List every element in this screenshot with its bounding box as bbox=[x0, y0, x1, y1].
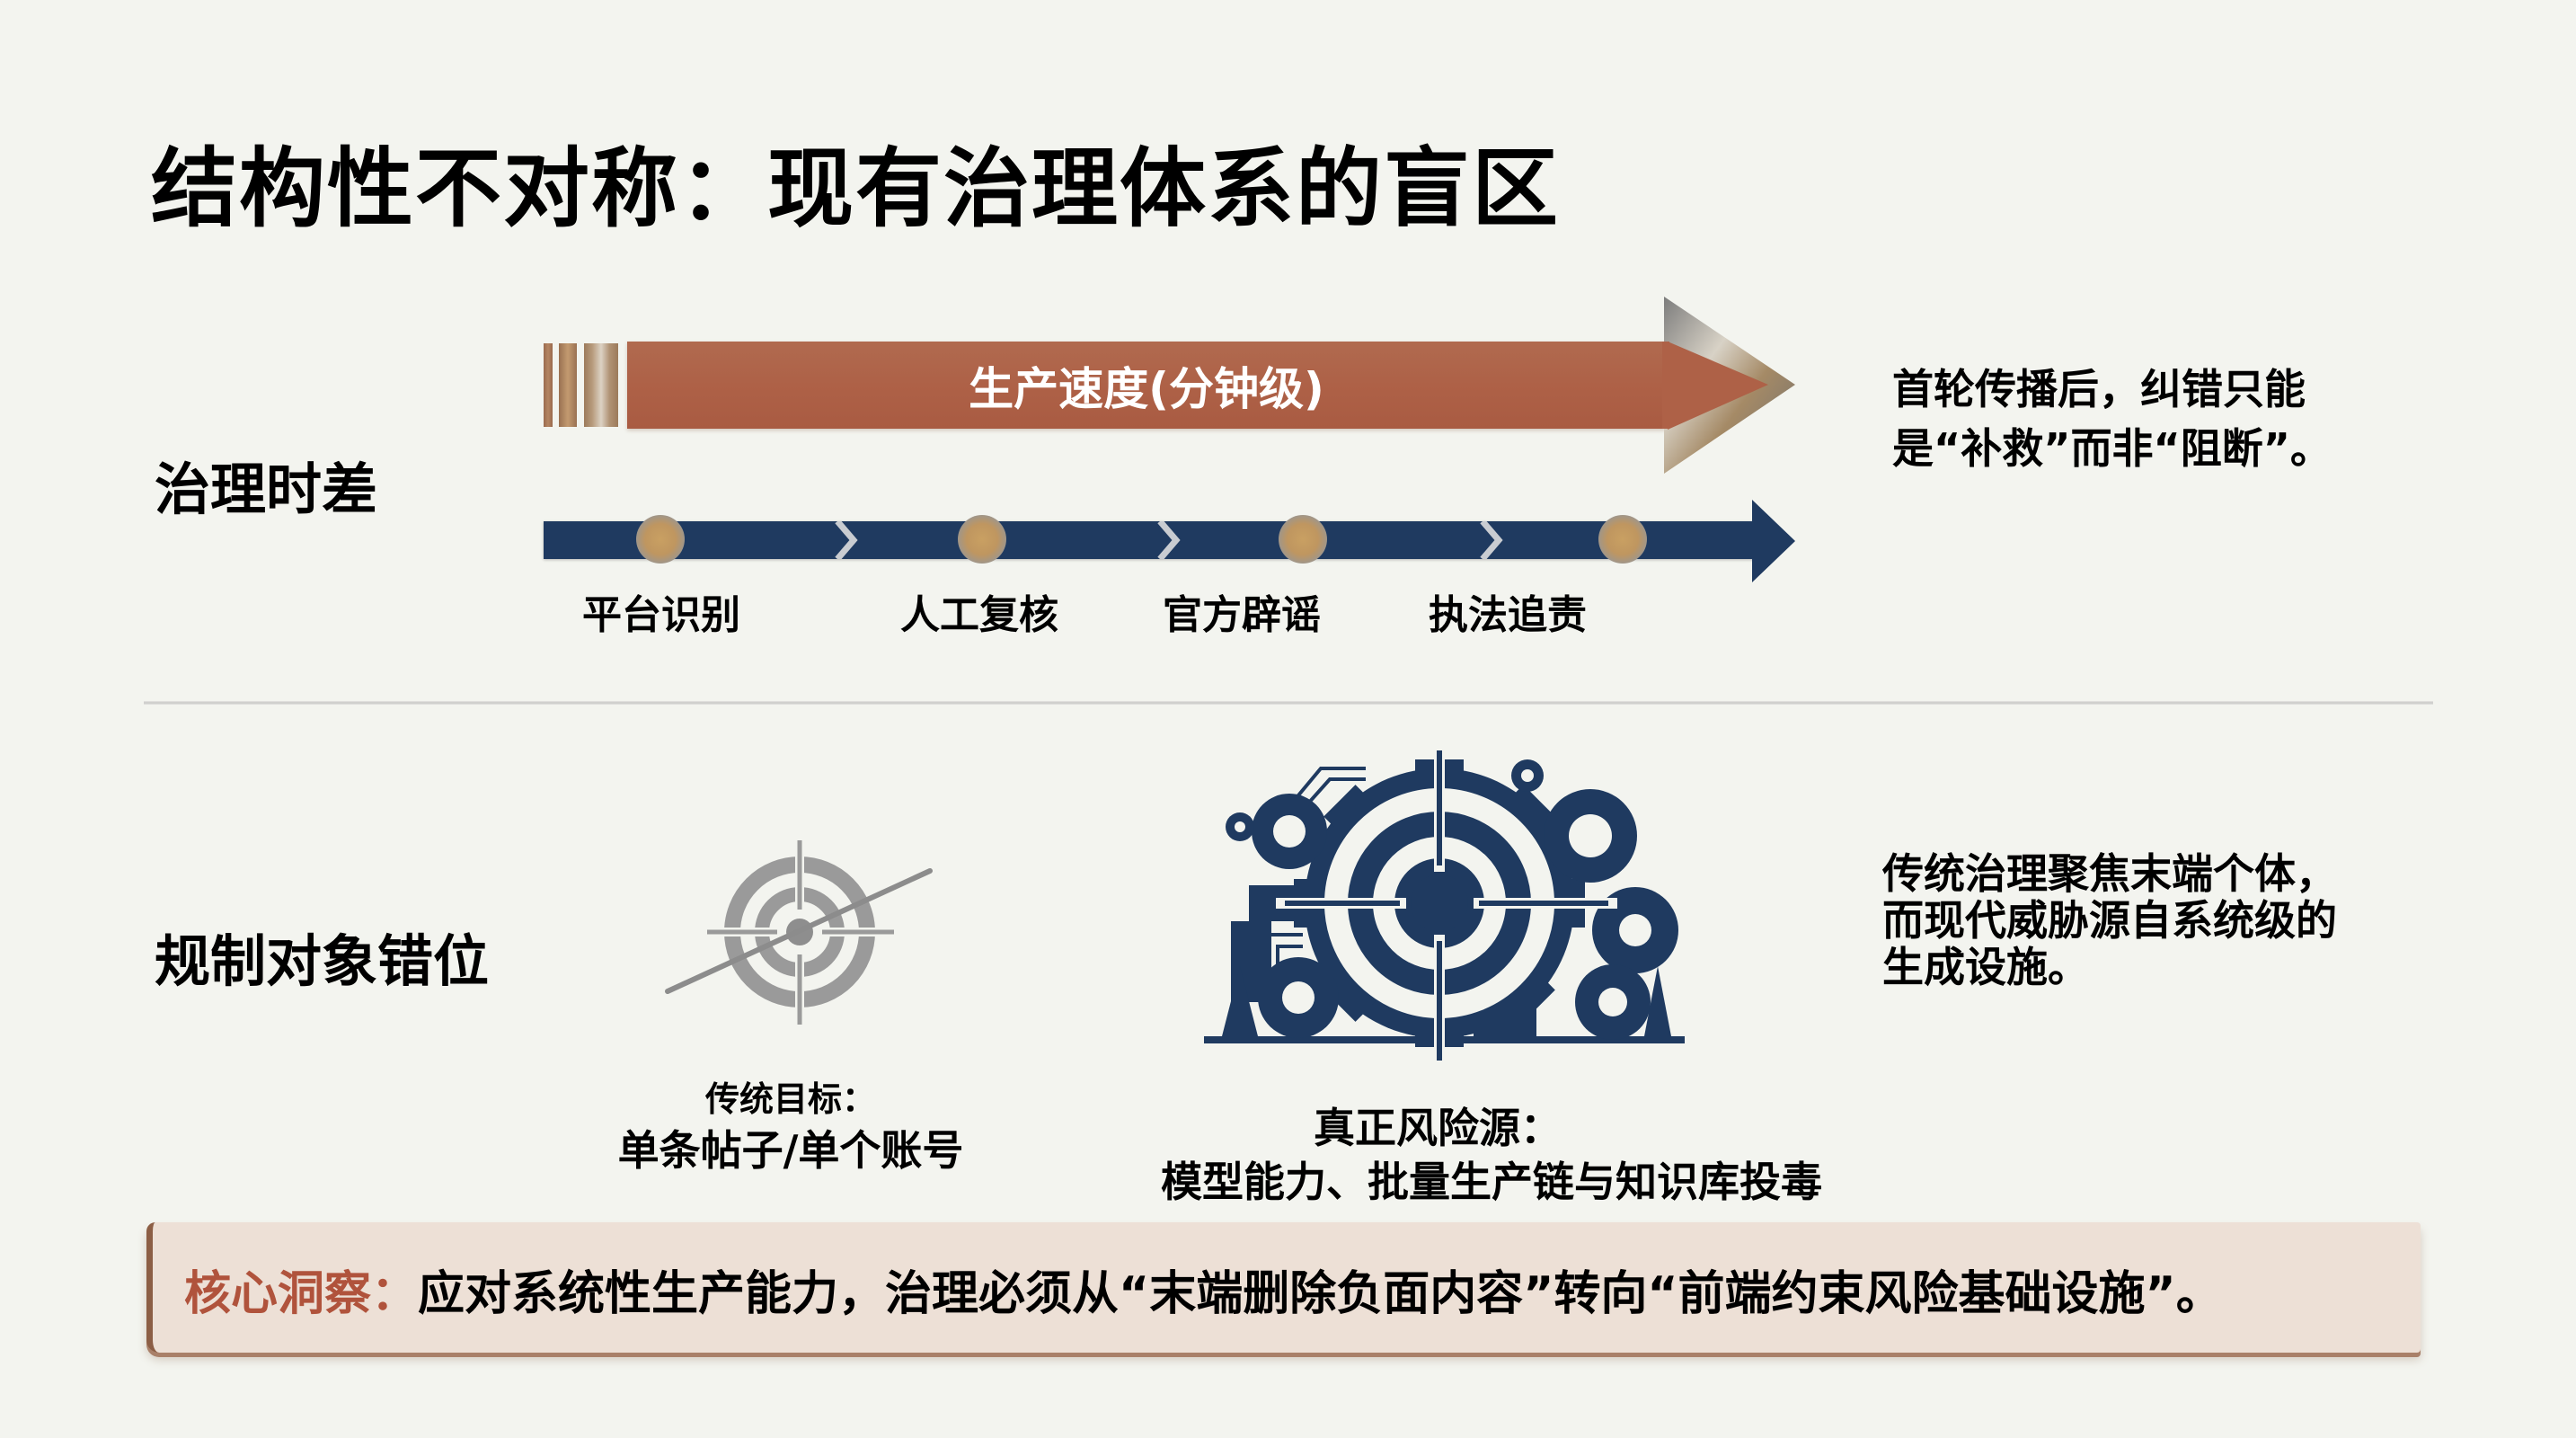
governance-lag-note: 首轮传播后，纠错只能 是“补救”而非“阻断”。 bbox=[1892, 360, 2332, 478]
real-risk-caption-title: 真正风险源： bbox=[1314, 1104, 1562, 1152]
chevron-right-icon bbox=[835, 521, 858, 559]
step-label-platform-detection: 平台识别 bbox=[582, 592, 740, 638]
arrow-tail-stripe bbox=[544, 343, 553, 427]
note-line: 生成设施。 bbox=[1882, 943, 2089, 991]
note-line: 首轮传播后，纠错只能 bbox=[1892, 365, 2306, 413]
regulatory-mismatch-note: 传统治理聚焦末端个体， 而现代威胁源自系统级的 生成设施。 bbox=[1882, 850, 2337, 990]
milestone-dot bbox=[1279, 515, 1327, 564]
chevron-right-icon bbox=[1157, 521, 1181, 559]
crossed-out-target-icon bbox=[665, 840, 933, 1025]
section-divider bbox=[144, 701, 2433, 705]
core-insight-label: 核心洞察： bbox=[184, 1267, 419, 1321]
core-insight-text: 应对系统性生产能力，治理必须从“末端删除负面内容”转向“前端约束风险基础设施”。 bbox=[418, 1267, 2223, 1321]
page-title: 结构性不对称：现有治理体系的盲区 bbox=[151, 138, 1560, 239]
milestone-dot bbox=[1598, 515, 1647, 564]
note-line: 而现代威胁源自系统级的 bbox=[1882, 896, 2337, 945]
speed-arrow-label: 生产速度(分钟级) bbox=[969, 362, 1324, 415]
real-risk-caption-body: 模型能力、批量生产链与知识库投毒 bbox=[1161, 1158, 1822, 1206]
milestone-dot bbox=[636, 515, 685, 564]
arrow-right-icon bbox=[1662, 297, 1795, 474]
arrow-head-icon bbox=[1752, 500, 1795, 582]
process-arrow-shaft bbox=[544, 521, 1757, 559]
chevron-right-icon bbox=[1480, 521, 1503, 559]
note-line: 传统治理聚焦末端个体， bbox=[1882, 849, 2337, 898]
step-label-enforcement: 执法追责 bbox=[1429, 592, 1587, 638]
arrow-tail-stripe bbox=[559, 343, 577, 427]
traditional-target-caption-body: 单条帖子/单个账号 bbox=[617, 1126, 964, 1175]
gear-target-infrastructure-icon bbox=[1204, 750, 1685, 1061]
core-insight: 核心洞察：应对系统性生产能力，治理必须从“末端删除负面内容”转向“前端约束风险基… bbox=[184, 1258, 2223, 1330]
milestone-dot bbox=[958, 515, 1006, 564]
section-label-governance-lag: 治理时差 bbox=[155, 457, 378, 522]
arrow-tail-stripe bbox=[584, 343, 618, 427]
core-insight-box bbox=[146, 1222, 2421, 1353]
section-label-regulatory-mismatch: 规制对象错位 bbox=[155, 928, 490, 994]
speed-arrow-shaft bbox=[627, 342, 1666, 429]
step-label-official-rebuttal: 官方辟谣 bbox=[1163, 592, 1321, 638]
note-line: 是“补救”而非“阻断”。 bbox=[1892, 424, 2332, 473]
step-label-manual-review: 人工复核 bbox=[900, 592, 1058, 638]
traditional-target-caption-title: 传统目标： bbox=[704, 1079, 876, 1119]
